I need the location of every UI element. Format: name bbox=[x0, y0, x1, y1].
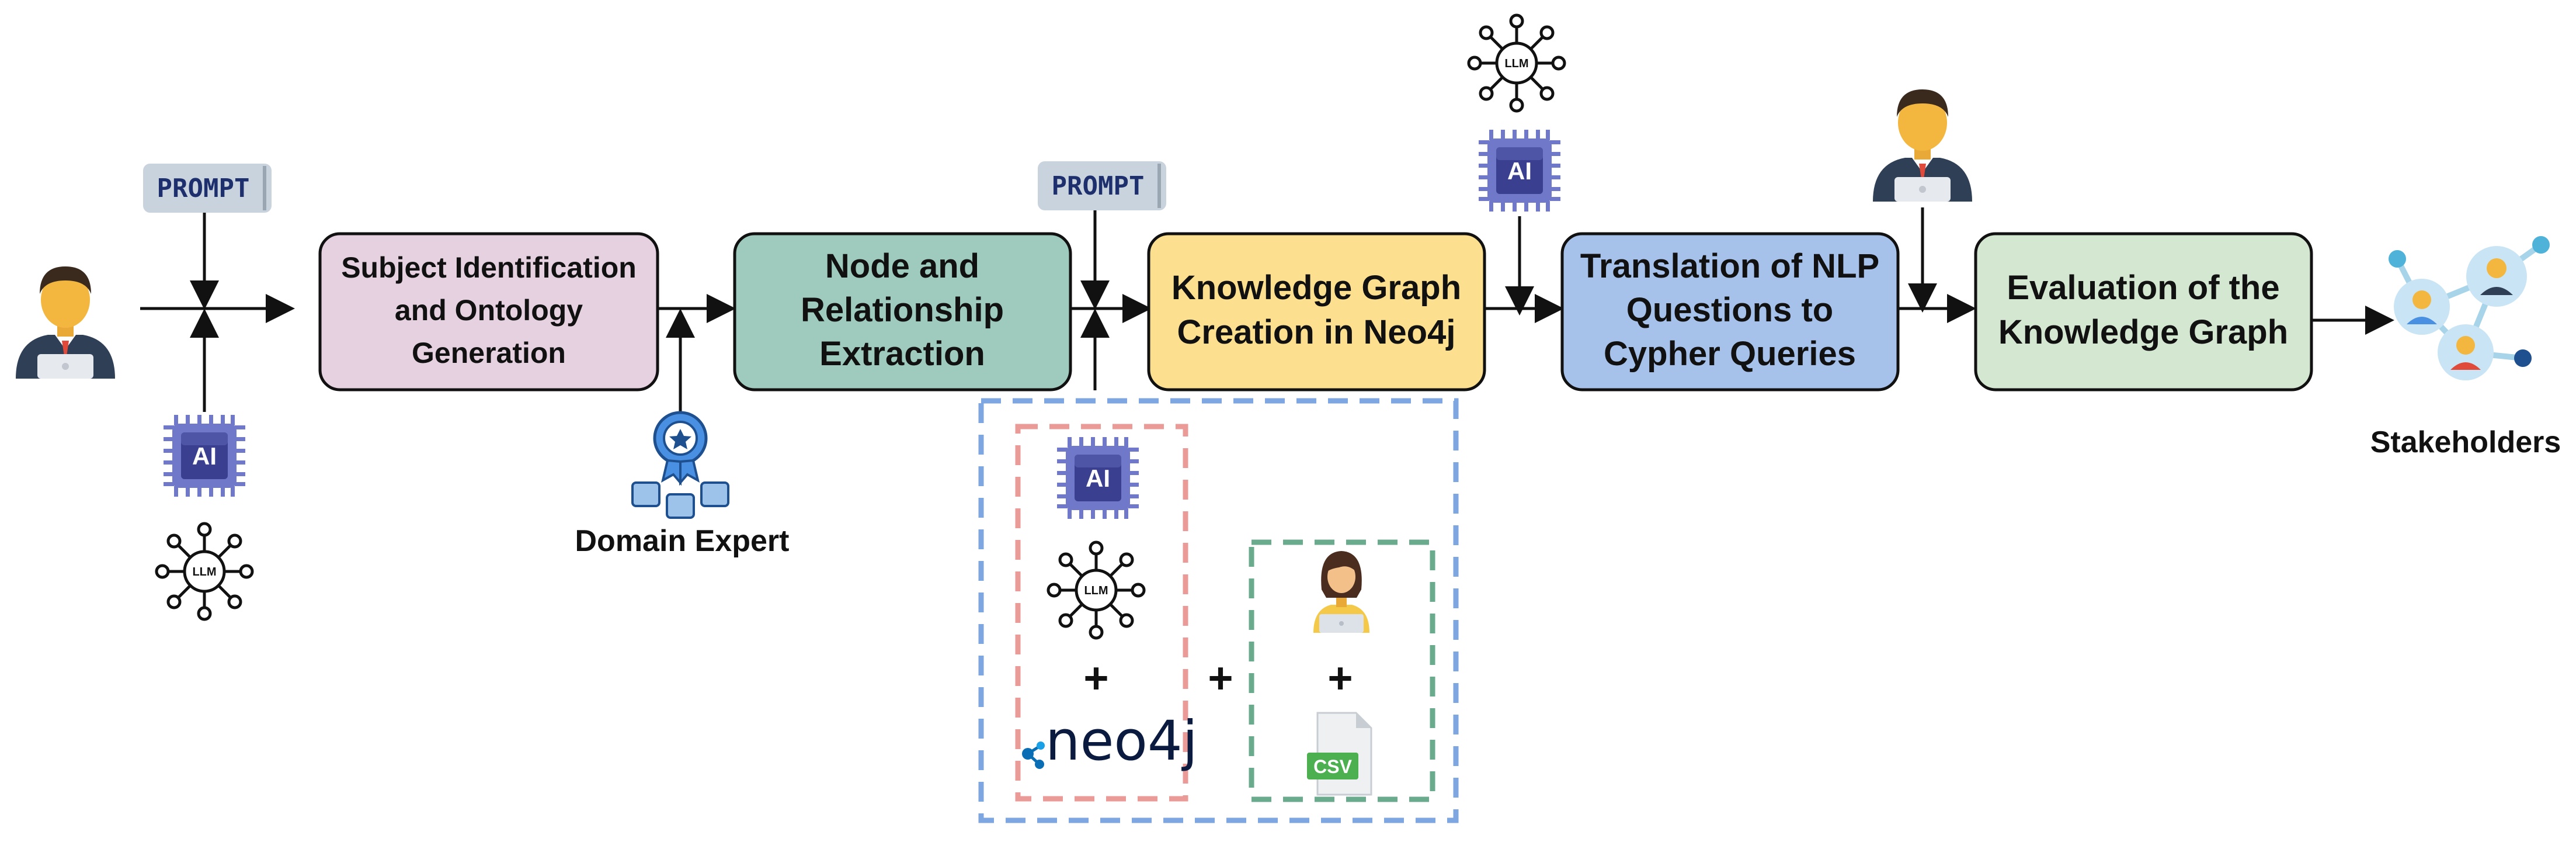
stakeholder-avatar bbox=[2394, 279, 2450, 335]
plus-sign: + bbox=[1208, 654, 1233, 702]
neo4j-dots-icon bbox=[1022, 741, 1045, 769]
stage-box-4: Translation of NLP Questions to Cypher Q… bbox=[1560, 232, 1900, 391]
stage-box-3: Knowledge Graph Creation in Neo4j bbox=[1147, 232, 1486, 391]
csv-label: CSV bbox=[1313, 756, 1352, 777]
reviewer-user-icon bbox=[1873, 89, 1972, 202]
ai-chip-label: AI bbox=[1507, 157, 1532, 185]
stage-box-bg bbox=[733, 232, 1072, 391]
llm-icon: LLM bbox=[157, 524, 252, 619]
plus-sign: + bbox=[1083, 654, 1108, 702]
ai-chip-label: AI bbox=[1086, 465, 1110, 492]
stage-label-line: Node and bbox=[825, 247, 979, 285]
stage-label-line: Cypher Queries bbox=[1604, 335, 1856, 373]
stage-label-line: Generation bbox=[412, 337, 566, 369]
ai-chip-icon: AI bbox=[164, 415, 245, 497]
llm-label: LLM bbox=[192, 566, 216, 578]
stage-box-bg bbox=[1560, 232, 1900, 391]
neo4j-logo: neo4j bbox=[1022, 709, 1198, 773]
llm-icon: LLM bbox=[1048, 542, 1144, 638]
stakeholders-icon bbox=[2389, 236, 2550, 380]
female-user-icon bbox=[1313, 551, 1369, 633]
stage-box-2: Node and Relationship Extraction bbox=[733, 232, 1072, 391]
ai-chip-label: AI bbox=[192, 442, 217, 470]
stakeholder-avatar bbox=[2466, 246, 2527, 307]
stage-label-line: Knowledge Graph bbox=[1998, 313, 2288, 351]
stage-label-line: Relationship bbox=[801, 291, 1004, 329]
stage-box-bg bbox=[1147, 232, 1486, 391]
stakeholders-label: Stakeholders bbox=[2370, 425, 2561, 459]
prompt-tag-bg bbox=[143, 164, 272, 213]
prompt-label: PROMPT bbox=[157, 174, 250, 203]
stage-label-line: Subject Identification bbox=[341, 251, 637, 284]
stage-label-line: Translation of NLP bbox=[1580, 247, 1879, 285]
stage-label-line: Questions to bbox=[1626, 291, 1833, 329]
llm-label: LLM bbox=[1504, 57, 1528, 70]
outer-dashed-box bbox=[978, 398, 1459, 823]
domain-expert-label: Domain Expert bbox=[575, 524, 790, 558]
llm-label: LLM bbox=[1084, 584, 1108, 597]
stage-box-5: Evaluation of the Knowledge Graph bbox=[1974, 232, 2313, 391]
ai-chip-icon: AI bbox=[1057, 437, 1139, 519]
stage-label-line: Extraction bbox=[819, 335, 985, 373]
llm-icon: LLM bbox=[1469, 15, 1565, 111]
stage-box-bg bbox=[318, 232, 659, 391]
stage-label-line: and Ontology bbox=[395, 294, 583, 327]
ai-tools-dashed-box bbox=[1015, 424, 1188, 802]
stakeholder-avatar bbox=[2438, 324, 2494, 380]
user-icon bbox=[16, 266, 115, 379]
stage-box-bg bbox=[1974, 232, 2313, 391]
ai-chip-icon: AI bbox=[1479, 130, 1560, 212]
prompt-tag-2: PROMPT bbox=[1038, 161, 1166, 210]
tools-group: AI LLM + + + neo4j bbox=[978, 398, 1459, 823]
prompt-label: PROMPT bbox=[1052, 171, 1145, 201]
neo4j-logo-text: neo4j bbox=[1045, 709, 1198, 773]
stage-label-line: Creation in Neo4j bbox=[1177, 313, 1456, 351]
stage-box-1: Subject Identification and Ontology Gene… bbox=[318, 232, 659, 391]
csv-file-icon: CSV bbox=[1307, 712, 1372, 796]
stage-label-line: Evaluation of the bbox=[2007, 269, 2279, 307]
domain-expert-icon bbox=[631, 411, 729, 519]
prompt-tag-1: PROMPT bbox=[143, 164, 272, 213]
team-blocks-icon bbox=[631, 481, 729, 519]
plus-sign: + bbox=[1327, 654, 1353, 702]
stage-label-line: Knowledge Graph bbox=[1171, 269, 1461, 307]
prompt-tag-bg bbox=[1038, 161, 1166, 210]
connectors bbox=[140, 207, 2394, 412]
award-badge-icon bbox=[653, 411, 708, 486]
